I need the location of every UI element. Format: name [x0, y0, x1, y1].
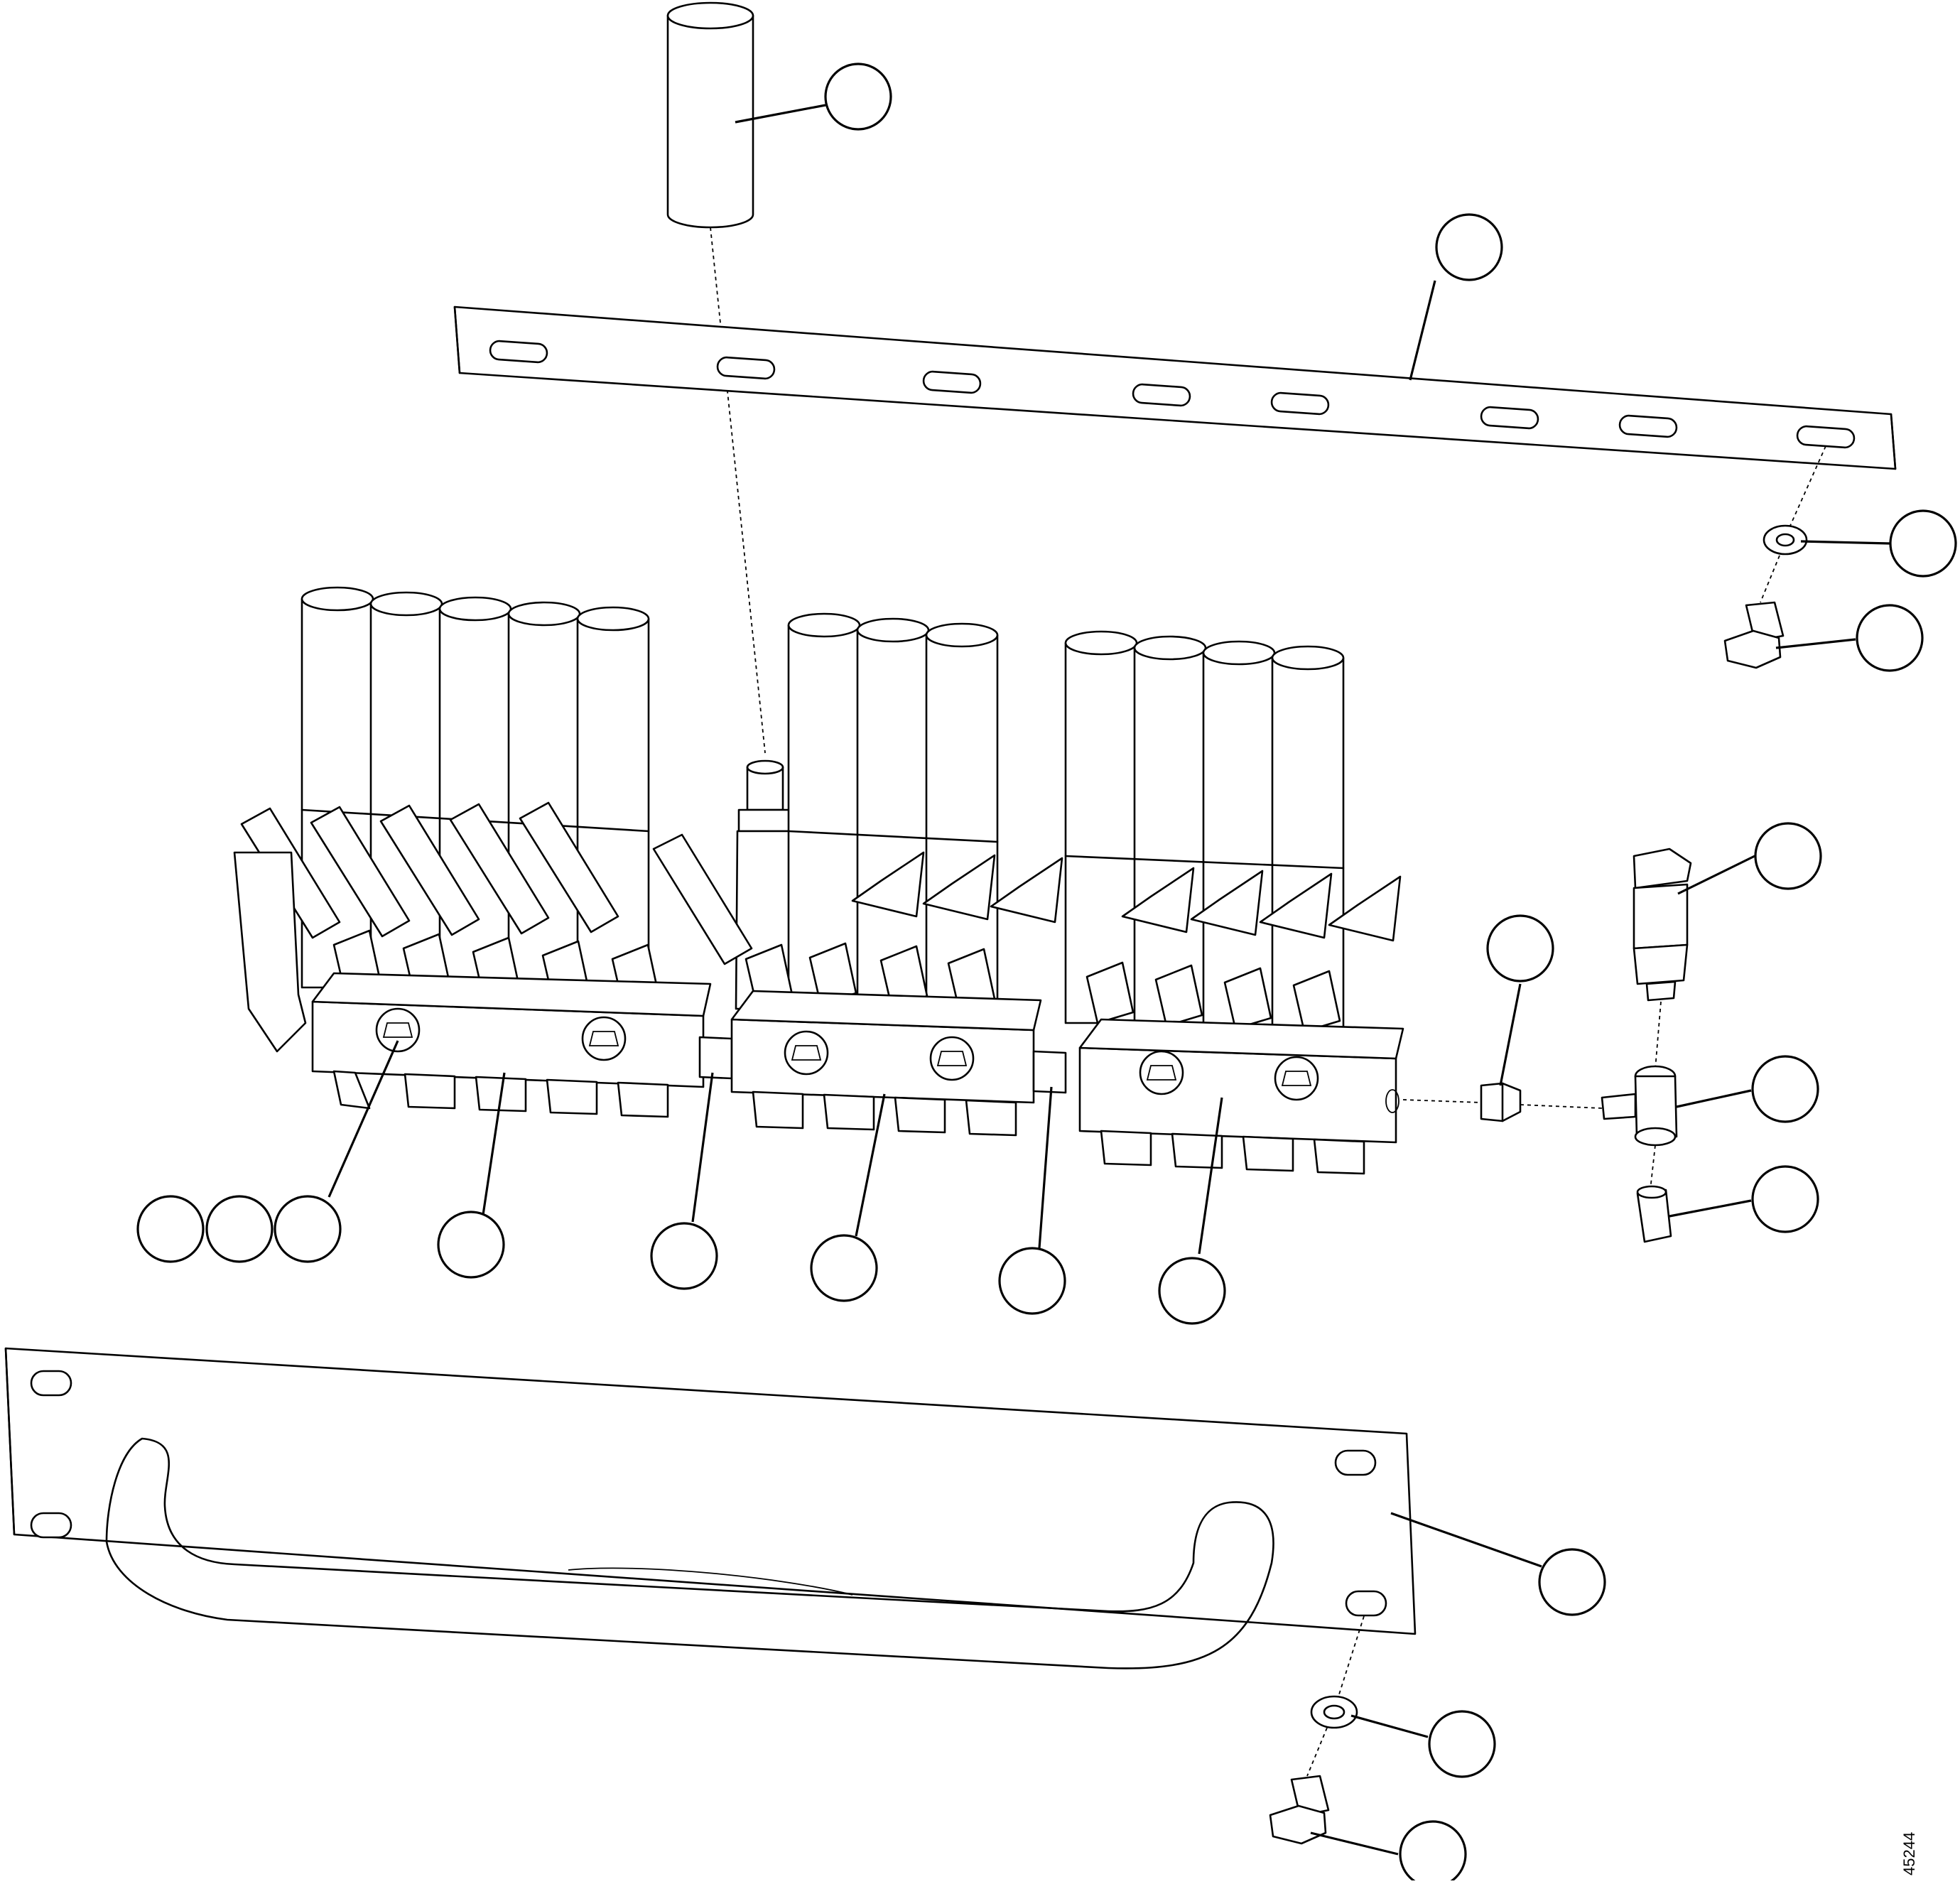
bracket-bolt [1723, 601, 1785, 669]
callout-bubble-c3 [1889, 509, 1957, 578]
manifold-section-2 [652, 612, 1067, 1137]
callout-bubble-c12 [437, 1211, 505, 1279]
manifold-block-2 [730, 990, 1042, 1137]
assembly-line-switch [1655, 1001, 1662, 1070]
callout-bubble-c8 [1486, 914, 1554, 982]
tee-fitting [1601, 1065, 1678, 1147]
callout-bubble-c1 [824, 63, 892, 131]
tee-plug [1636, 1185, 1672, 1243]
assembly-line-tee [1520, 1104, 1603, 1109]
callout-leader-lines [327, 104, 1890, 1856]
callout-bubble-c18 [1428, 1710, 1496, 1778]
connector-2-3 [1032, 1050, 1067, 1094]
manifold-section-1 [233, 586, 733, 1118]
assembly-line-tee-plug [1650, 1144, 1656, 1191]
callout-bubbles [136, 63, 1957, 1884]
callout-bubble-c15 [998, 1247, 1066, 1315]
elbow-fitting-section-1 [233, 851, 307, 1053]
bracket-washer [1763, 524, 1808, 556]
assembly-line-bracket-bolt [1760, 555, 1780, 603]
panel-washer [1310, 1695, 1358, 1729]
assembly-line-panel-bolt [1306, 1727, 1328, 1777]
assembly-line-filter [710, 227, 766, 754]
callout-bubble-c19 [1399, 1820, 1467, 1884]
mounting-panel-with-handle [4, 1347, 1417, 1669]
callout-bubble-c6 [1751, 1055, 1819, 1123]
assembly-line-plug [1402, 1099, 1482, 1103]
loose-filter-cylinder [666, 1, 754, 229]
filter-cylinders-section-3 [1064, 630, 1345, 1035]
figure-reference-number: 45244 [1900, 1832, 1918, 1875]
callout-bubble-c14 [810, 1234, 878, 1302]
manifold-section-3 [1064, 630, 1404, 1175]
panel-bolt [1269, 1775, 1330, 1845]
port-plug [1480, 1082, 1522, 1122]
angled-fittings-section-2 [652, 833, 1063, 1011]
angled-fittings-section-3 [1085, 867, 1402, 1033]
callout-bubble-c5 [1754, 822, 1822, 890]
callout-bubble-c10 [205, 1195, 274, 1263]
mounting-bracket [453, 305, 1897, 470]
callout-bubble-c11 [274, 1195, 342, 1263]
callout-bubble-c13 [650, 1222, 718, 1290]
pressure-switch [1633, 848, 1692, 1002]
connector-1-2 [698, 1036, 733, 1080]
manifold-block-1 [311, 972, 712, 1118]
callout-bubble-c16 [1158, 1257, 1226, 1325]
filter-cylinders-section-2 [787, 612, 999, 1017]
assembly-line-bracket-washer [1790, 445, 1826, 526]
callout-bubble-c9 [136, 1195, 205, 1263]
callout-bubble-c7 [1751, 1165, 1819, 1233]
callout-bubble-c2 [1435, 213, 1503, 281]
manifold-block-3 [1078, 1018, 1404, 1175]
callout-bubble-c17 [1538, 1548, 1606, 1616]
callout-bubble-c4 [1856, 604, 1924, 672]
